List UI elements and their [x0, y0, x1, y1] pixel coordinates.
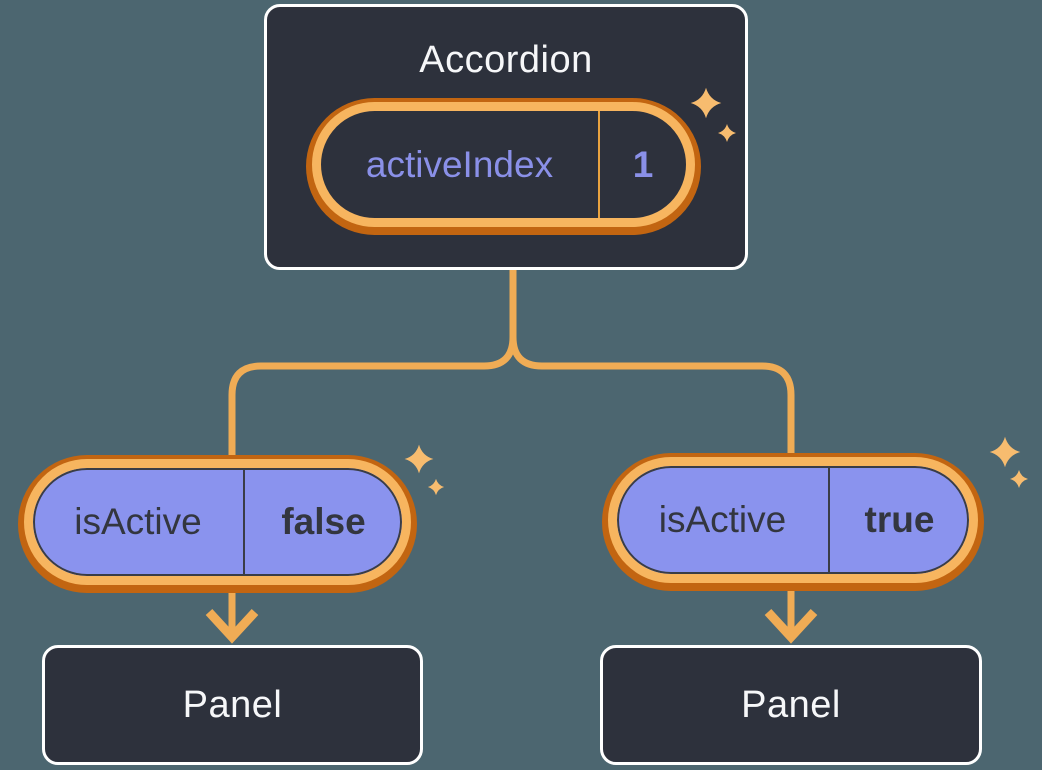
prop-pill-value: false	[281, 501, 366, 542]
arrow-right-head	[764, 608, 818, 644]
sparkle-icon	[718, 124, 736, 142]
branch-right-line	[509, 270, 795, 470]
sparkle-icon	[690, 87, 722, 119]
sparkle-icon	[427, 478, 445, 496]
prop-pill-divider	[828, 466, 830, 574]
prop-pill-isactive-false: isActive false	[24, 459, 411, 585]
accordion-title: Accordion	[419, 39, 593, 81]
panel-box-left: Panel	[42, 645, 423, 765]
sparkle-icon	[1010, 470, 1028, 488]
arrow-left-head	[205, 608, 259, 644]
prop-pill-value: true	[864, 499, 935, 540]
prop-pill-label: isActive	[658, 499, 787, 540]
branch-left-line	[228, 270, 517, 470]
prop-pill-divider	[243, 468, 245, 576]
state-pill-divider	[598, 111, 600, 218]
state-pill-value: 1	[632, 143, 654, 185]
prop-pill-isactive-true: isActive true	[608, 457, 978, 583]
sparkle-icon	[404, 444, 434, 474]
prop-pill-label: isActive	[74, 501, 202, 542]
state-pill-activeindex: activeIndex 1	[312, 102, 695, 227]
panel-title: Panel	[182, 683, 283, 726]
state-pill-label: activeIndex	[365, 143, 554, 185]
panel-title: Panel	[741, 683, 841, 726]
accordion-component-box: Accordion activeIndex 1	[264, 4, 748, 270]
sparkle-icon	[989, 436, 1021, 468]
panel-box-right: Panel	[600, 645, 982, 765]
